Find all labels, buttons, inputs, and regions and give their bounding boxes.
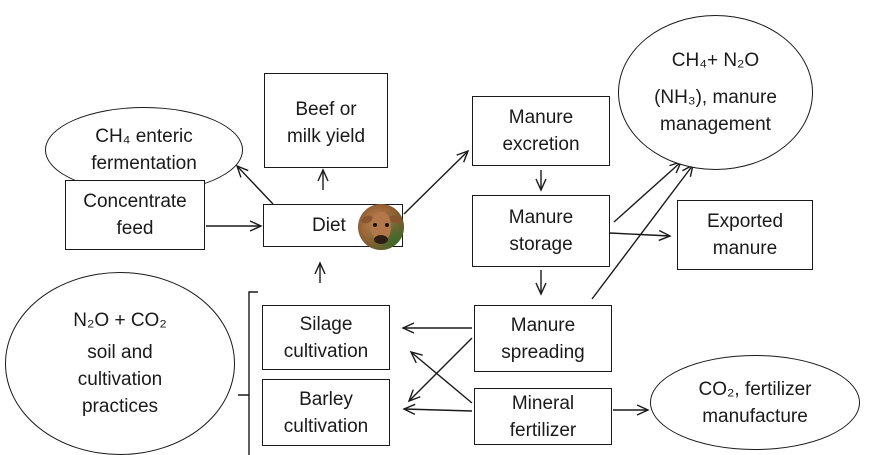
- barley-line1: Barley: [299, 388, 353, 410]
- arrow-storage-to-manure-mgmt: [613, 160, 683, 223]
- manure-storage-box: Manure storage: [472, 195, 610, 267]
- arrow-spreading-to-barley: [407, 337, 473, 403]
- concentrate-line1: Concentrate: [83, 191, 187, 212]
- soil-line2: soil and: [87, 342, 153, 363]
- cow-photo-icon: [358, 204, 404, 250]
- exported-line2: manure: [712, 238, 778, 259]
- co2-fert-line2: manufacture: [702, 405, 808, 427]
- manure-storage-line1: Manure: [508, 207, 574, 228]
- manure-spreading-box: Manure spreading: [474, 305, 612, 372]
- arrow-fertilizer-to-barley: [402, 403, 473, 415]
- barley-line2: cultivation: [283, 415, 369, 437]
- ch4-enteric-fermentation-ellipse: CH₄ enteric fermentation: [45, 107, 243, 193]
- diet-label: Diet: [312, 215, 346, 236]
- bracket-cultivation: [238, 291, 258, 455]
- arrow-diet-to-enteric: [235, 164, 274, 205]
- mineral-fertilizer-box: Mineral fertilizer: [474, 388, 612, 445]
- fertilizer-line1: Mineral: [511, 392, 575, 414]
- beef-milk-line1: Beef or: [295, 99, 357, 120]
- manure-excretion-line2: excretion: [502, 134, 580, 155]
- soil-line3: cultivation: [77, 369, 163, 390]
- soil-line1: N₂O + CO₂: [73, 310, 167, 331]
- n2o-co2-soil-practices-ellipse: N₂O + CO₂ soil and cultivation practices: [5, 272, 235, 455]
- manure-excretion-line1: Manure: [508, 107, 574, 128]
- beef-milk-line2: milk yield: [286, 126, 366, 147]
- manure-mgmt-line2: (NH₃), manure: [654, 87, 777, 108]
- beef-or-milk-yield-box: Beef or milk yield: [264, 73, 388, 168]
- manure-mgmt-line1: CH₄+ N₂O: [671, 50, 760, 71]
- exported-manure-box: Exported manure: [677, 200, 813, 270]
- fertilizer-line2: fertilizer: [509, 419, 577, 441]
- co2-fert-line1: CO₂, fertilizer: [698, 378, 812, 400]
- barley-cultivation-box: Barley cultivation: [262, 379, 390, 446]
- arrow-diet-to-excretion: [403, 149, 470, 215]
- ch4-enteric-line2: fermentation: [91, 153, 197, 174]
- silage-line2: cultivation: [283, 340, 369, 362]
- arrow-fertilizer-to-silage: [409, 350, 473, 404]
- manure-storage-line2: storage: [509, 234, 573, 255]
- silage-line1: Silage: [299, 313, 353, 335]
- spreading-line2: spreading: [501, 341, 585, 363]
- exported-line1: Exported: [706, 211, 784, 232]
- spreading-line1: Manure: [510, 314, 576, 336]
- ch4-n2o-manure-management-ellipse: CH₄+ N₂O (NH₃), manure management: [618, 15, 813, 170]
- soil-line4: practices: [81, 396, 159, 417]
- arrow-spreading-to-manure-mgmt: [591, 163, 695, 300]
- concentrate-feed-box: Concentrate feed: [65, 180, 205, 250]
- manure-excretion-box: Manure excretion: [472, 96, 610, 166]
- co2-fertilizer-manufacture-ellipse: CO₂, fertilizer manufacture: [650, 355, 860, 450]
- concentrate-line2: feed: [116, 218, 154, 239]
- ch4-enteric-line1: CH₄ enteric: [95, 126, 193, 147]
- silage-cultivation-box: Silage cultivation: [262, 305, 390, 370]
- manure-mgmt-line3: management: [660, 114, 771, 135]
